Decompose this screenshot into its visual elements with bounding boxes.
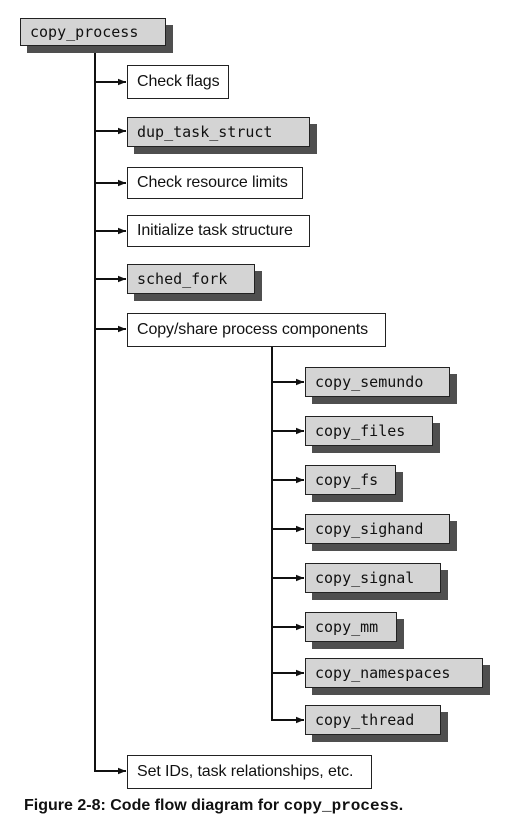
step-initialize-task-structure: Initialize task structure bbox=[127, 215, 310, 247]
component-label: copy_semundo bbox=[315, 373, 424, 391]
component-copy-signal: copy_signal bbox=[305, 563, 441, 593]
component-label: copy_signal bbox=[315, 569, 415, 587]
component-copy-mm: copy_mm bbox=[305, 612, 397, 642]
root-node-copy-process: copy_process bbox=[20, 18, 166, 46]
step-label: Set IDs, task relationships, etc. bbox=[137, 763, 354, 780]
step-check-resource-limits: Check resource limits bbox=[127, 167, 303, 199]
component-label: copy_files bbox=[315, 422, 406, 440]
root-node-label: copy_process bbox=[30, 23, 139, 41]
step-dup-task-struct: dup_task_struct bbox=[127, 117, 310, 147]
step-label: Check resource limits bbox=[137, 174, 288, 191]
step-label: Copy/share process components bbox=[137, 321, 368, 338]
component-copy-namespaces: copy_namespaces bbox=[305, 658, 483, 688]
component-copy-semundo: copy_semundo bbox=[305, 367, 450, 397]
step-sched-fork: sched_fork bbox=[127, 264, 255, 294]
caption-prefix: Figure 2-8: Code flow diagram for bbox=[24, 797, 284, 814]
step-label: Initialize task structure bbox=[137, 222, 293, 239]
caption-code: copy_process bbox=[283, 797, 399, 815]
component-copy-sighand: copy_sighand bbox=[305, 514, 450, 544]
step-label: dup_task_struct bbox=[137, 123, 273, 141]
step-label: sched_fork bbox=[137, 270, 228, 288]
component-label: copy_fs bbox=[315, 471, 379, 489]
figure-caption: Figure 2-8: Code flow diagram for copy_p… bbox=[24, 797, 403, 815]
component-label: copy_mm bbox=[315, 618, 379, 636]
component-copy-fs: copy_fs bbox=[305, 465, 396, 495]
component-label: copy_sighand bbox=[315, 520, 424, 538]
component-label: copy_namespaces bbox=[315, 664, 451, 682]
component-label: copy_thread bbox=[315, 711, 415, 729]
step-copy-share-components: Copy/share process components bbox=[127, 313, 386, 347]
step-label: Check flags bbox=[137, 73, 220, 90]
step-set-ids: Set IDs, task relationships, etc. bbox=[127, 755, 372, 789]
component-copy-thread: copy_thread bbox=[305, 705, 441, 735]
step-check-flags: Check flags bbox=[127, 65, 229, 99]
component-copy-files: copy_files bbox=[305, 416, 433, 446]
caption-suffix: . bbox=[398, 797, 404, 814]
